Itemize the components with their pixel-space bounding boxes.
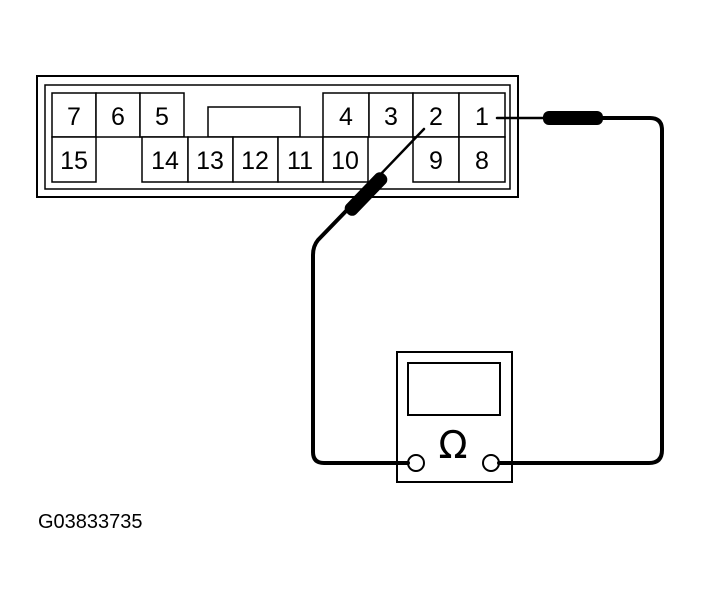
ohm-symbol-icon: Ω — [438, 423, 467, 467]
pin-label: 1 — [475, 103, 489, 131]
pin-label: 14 — [151, 147, 179, 175]
meter-positive-terminal — [482, 454, 500, 472]
left-test-lead — [311, 207, 410, 465]
right-probe-handle — [543, 111, 603, 125]
meter-negative-terminal — [407, 454, 425, 472]
pin-label: 4 — [339, 103, 353, 131]
ohmmeter-display — [407, 362, 501, 416]
test-leads — [311, 111, 664, 465]
connector-inner-frame — [44, 84, 511, 190]
pin-label: 9 — [429, 147, 443, 175]
pin-label: 7 — [67, 103, 81, 131]
pin-cell-5 — [139, 92, 185, 138]
pin-cell-2 — [412, 92, 460, 138]
right-test-lead — [497, 116, 664, 465]
pin-cell-12 — [232, 136, 279, 183]
pin-label: 3 — [384, 103, 398, 131]
pin-label: 15 — [60, 147, 88, 175]
pin-label: 5 — [155, 103, 169, 131]
figure-id: G03833735 — [38, 511, 143, 533]
pin-label: 2 — [429, 103, 443, 131]
pin-label: 8 — [475, 147, 489, 175]
pin-cell-9 — [412, 136, 460, 183]
pin-cell-14 — [141, 136, 189, 183]
pin-cell-15 — [51, 136, 97, 183]
left-probe-tip — [376, 127, 426, 179]
pin-cells — [51, 92, 506, 183]
pin-labels: 7 6 5 4 3 2 1 15 14 13 12 11 10 9 8 — [60, 103, 489, 175]
pin-cell-3 — [368, 92, 414, 138]
pin-label: 13 — [196, 147, 224, 175]
pin-cell-6 — [95, 92, 141, 138]
pin-label: 12 — [241, 147, 269, 175]
pin-label: 11 — [287, 147, 313, 175]
ohmmeter: Ω — [396, 351, 513, 483]
pin-cell-8 — [458, 136, 506, 183]
pin-cell-10 — [322, 136, 369, 183]
pin-label: 10 — [331, 147, 359, 175]
left-probe-handle — [344, 172, 388, 216]
pin-cell-1 — [458, 92, 506, 138]
pin-label: 6 — [111, 103, 125, 131]
